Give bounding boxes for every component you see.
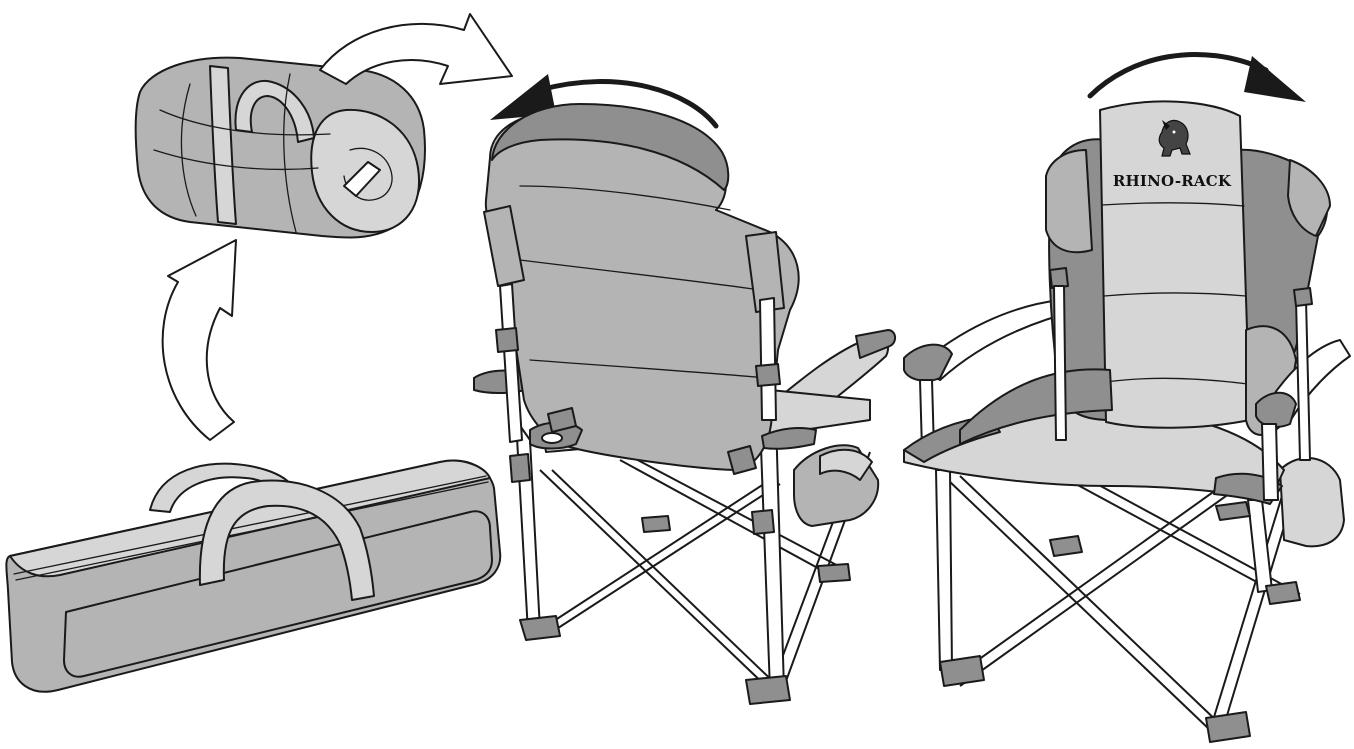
brand-logo-text: RHINO-RACK <box>1113 172 1232 190</box>
curved-arrow-up-icon <box>161 239 237 441</box>
chair-back-view-icon <box>473 74 896 705</box>
chair-front-view-icon: RHINO-RACK <box>903 52 1351 743</box>
rolled-cover-icon <box>134 56 426 239</box>
rhino-icon <box>1158 119 1191 157</box>
curved-arrow-right-icon <box>319 13 513 85</box>
rotate-arrow-left-icon <box>490 74 719 129</box>
carry-bag-icon <box>5 459 502 693</box>
rotate-arrow-right-icon <box>1087 52 1306 102</box>
